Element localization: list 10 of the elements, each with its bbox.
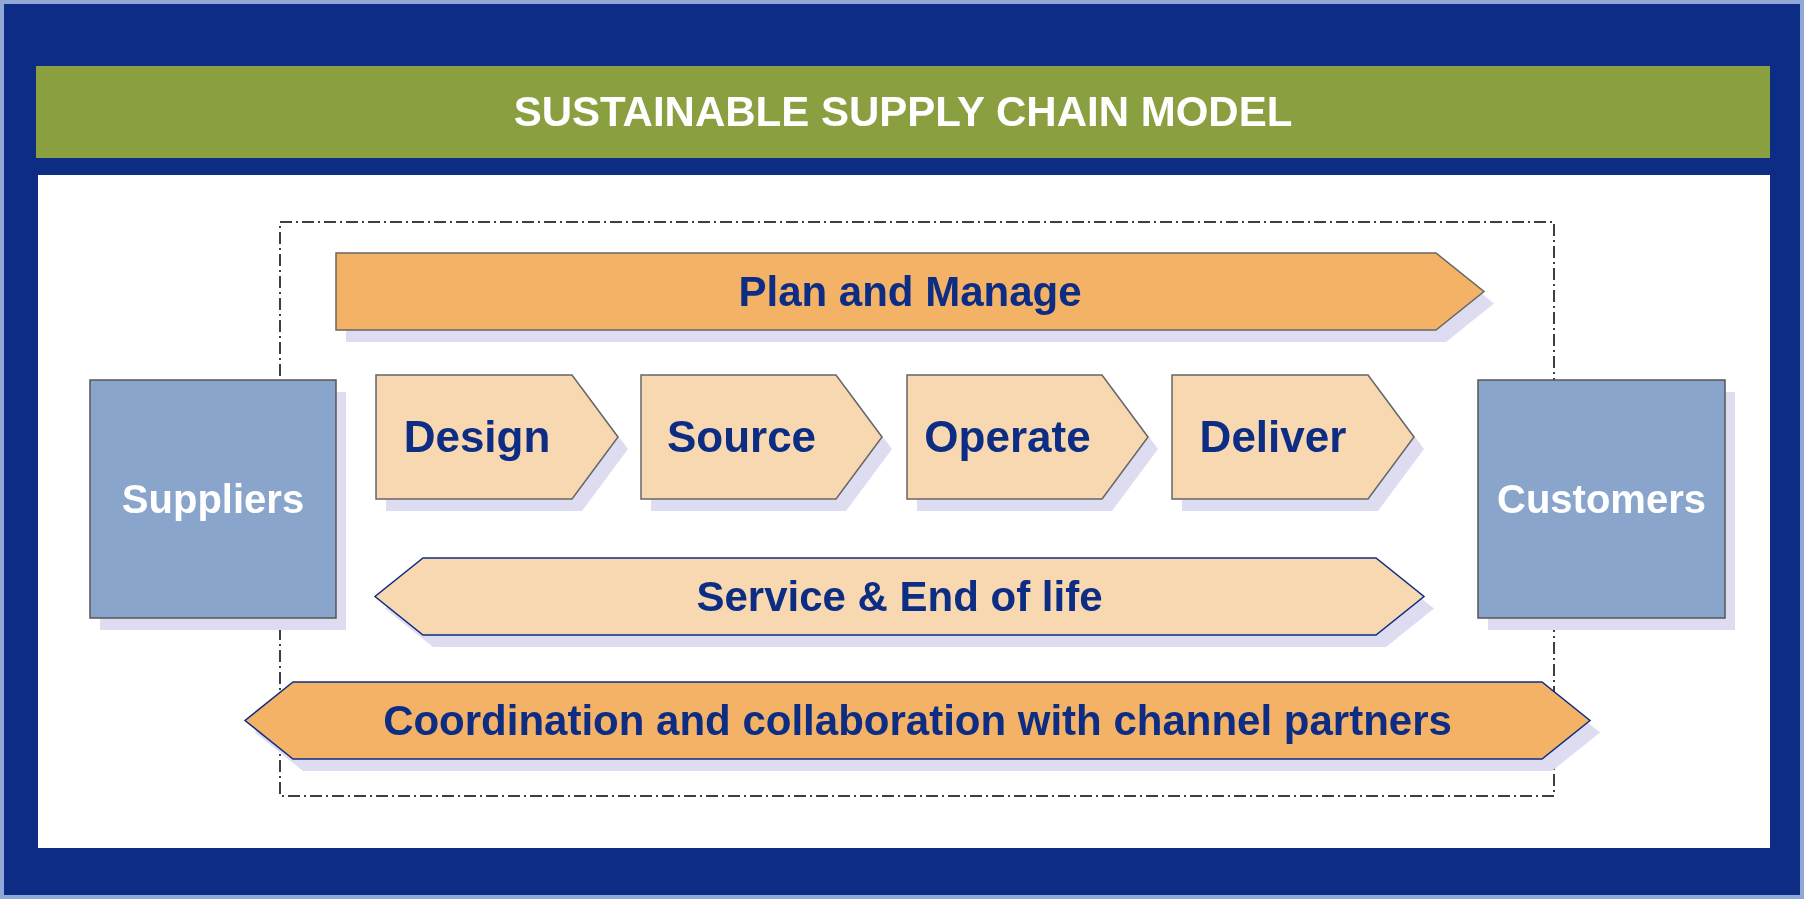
node-label: Operate bbox=[924, 412, 1091, 462]
node-label: Deliver bbox=[1199, 412, 1347, 462]
title-banner: SUSTAINABLE SUPPLY CHAIN MODEL bbox=[36, 66, 1770, 158]
node-label: Service & End of life bbox=[696, 572, 1103, 621]
node-label: Customers bbox=[1497, 476, 1706, 522]
node-label: Plan and Manage bbox=[738, 267, 1082, 316]
node-label: Source bbox=[666, 412, 817, 462]
node-label: Design bbox=[403, 412, 551, 462]
node-label: Coordination and collaboration with channel partners bbox=[383, 696, 1452, 745]
node-label: Suppliers bbox=[121, 476, 305, 522]
